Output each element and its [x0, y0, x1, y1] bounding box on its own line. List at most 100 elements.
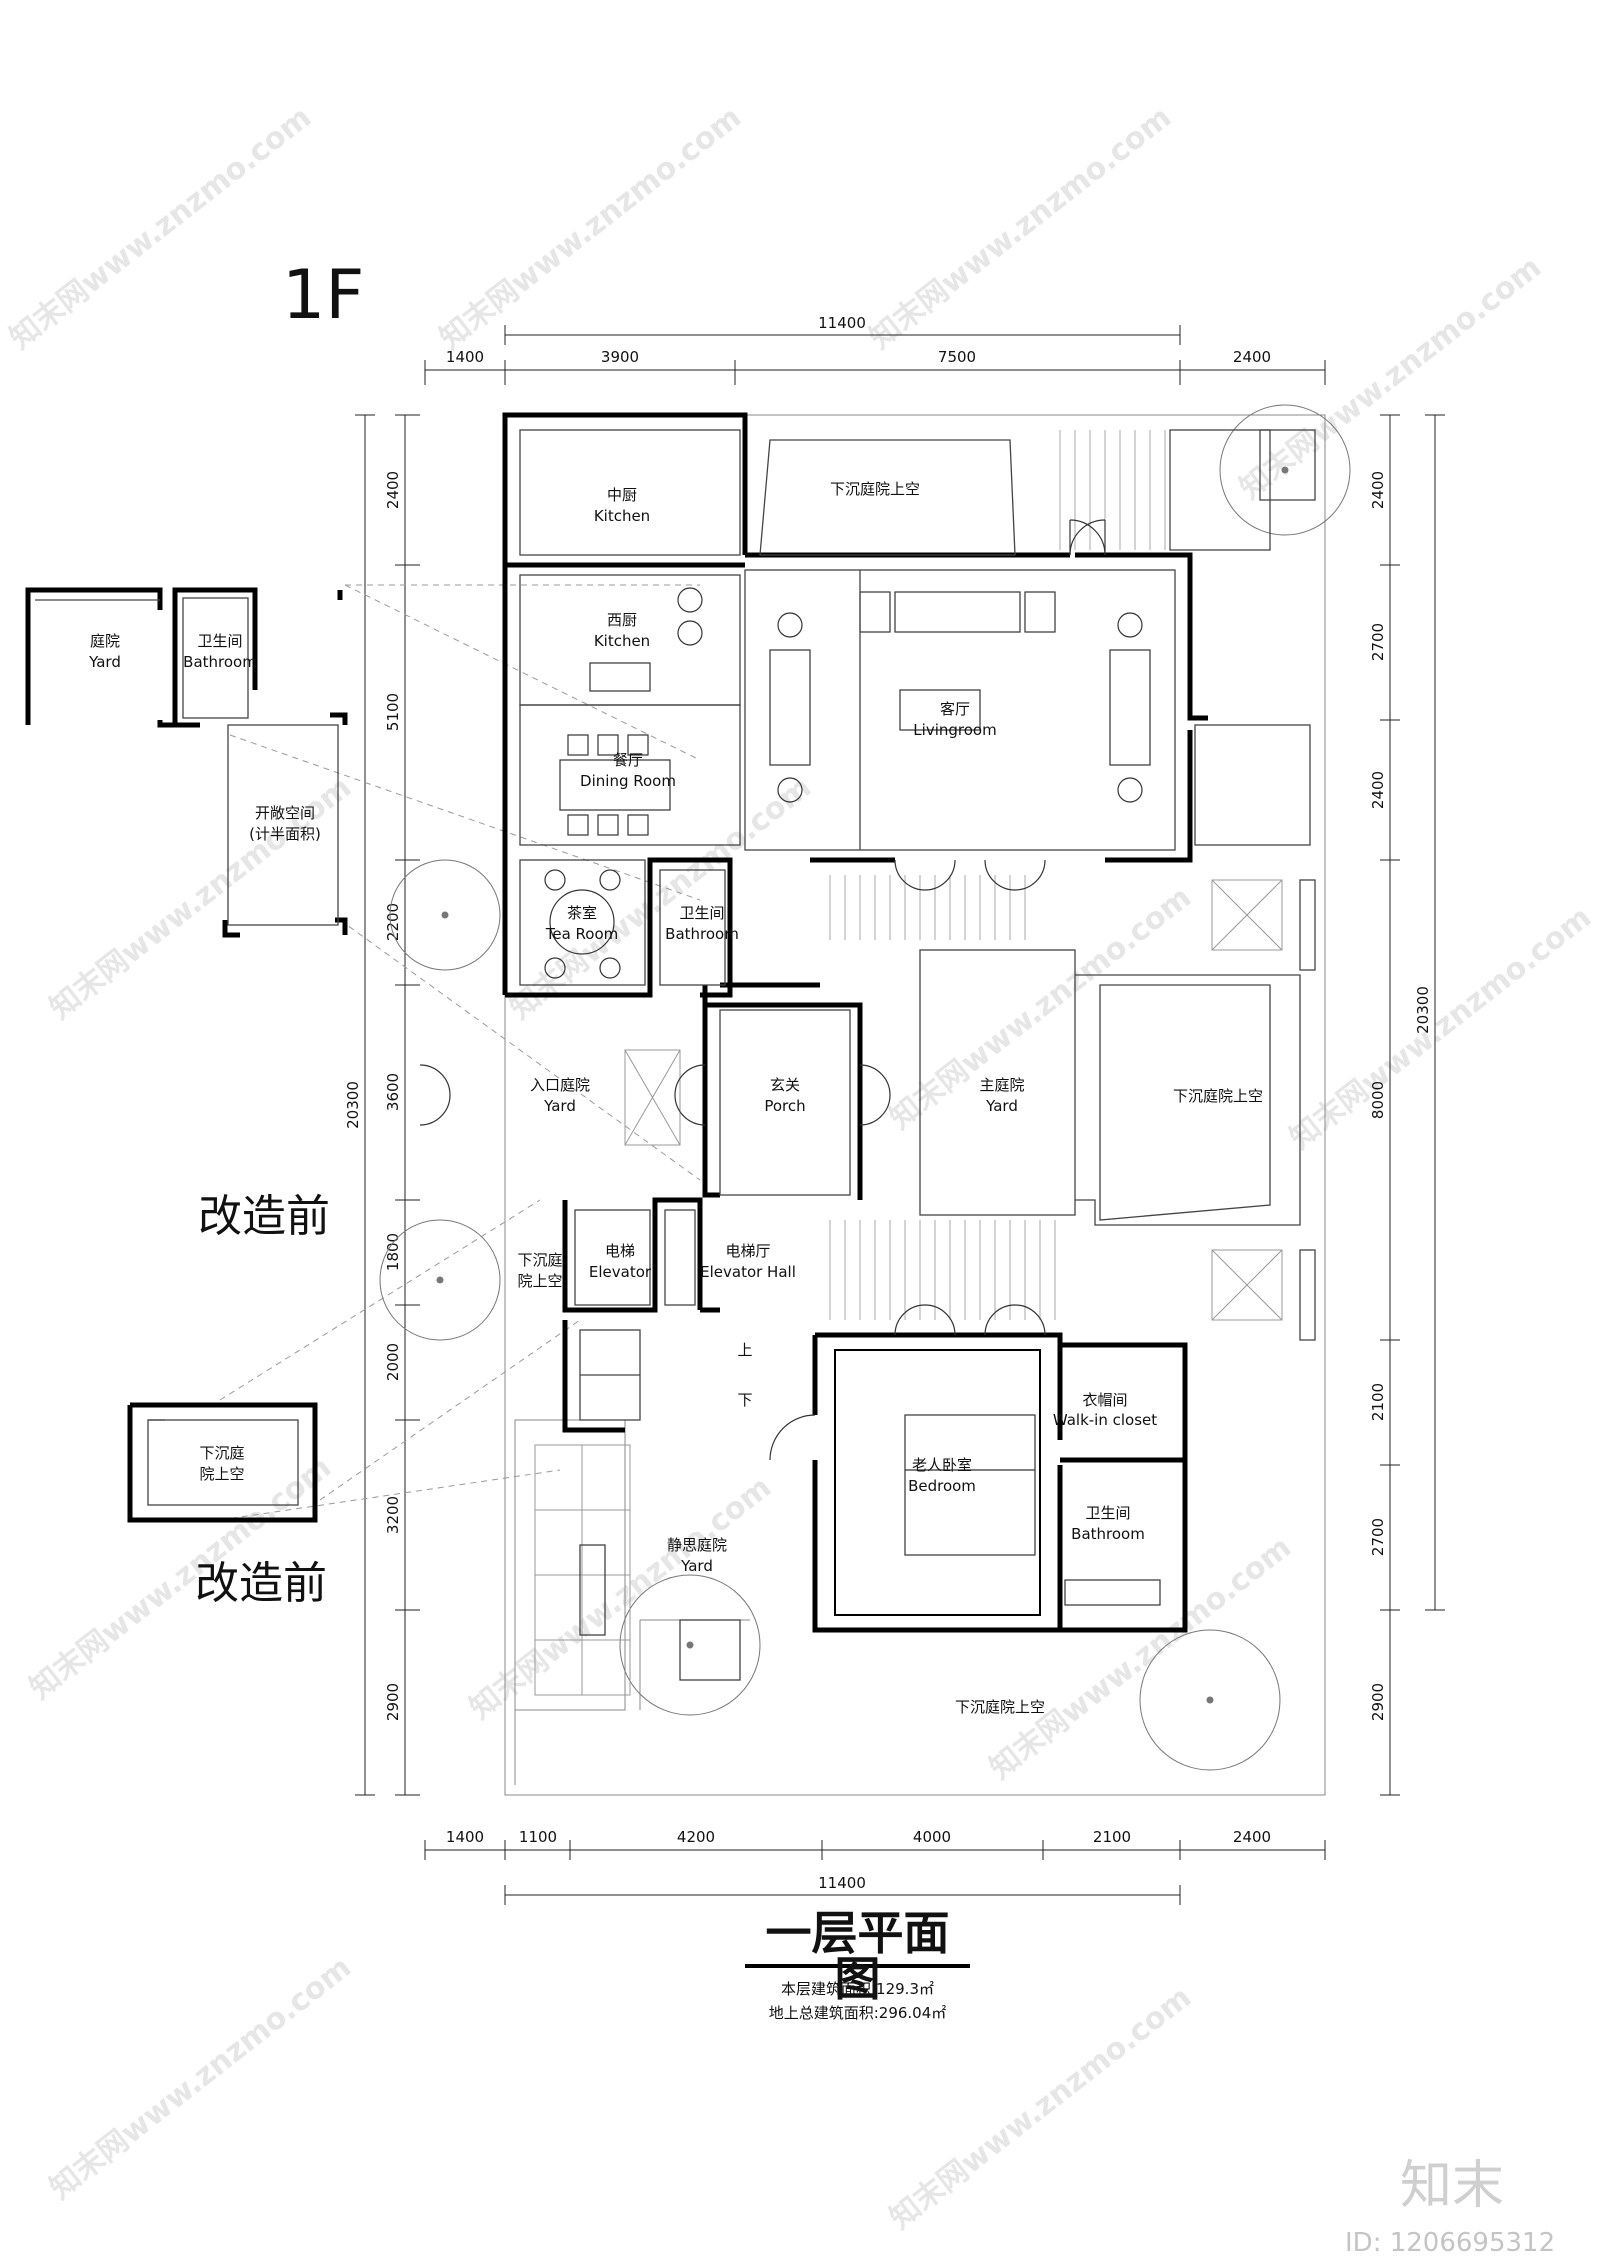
label-elevator-en: Elevator: [589, 1263, 652, 1281]
label-open-space-2: (计半面积): [249, 825, 321, 843]
dim-right-total: 20300: [1414, 986, 1432, 1034]
dim-left-6: 2000: [384, 1343, 402, 1381]
dim-bottom-2: 1100: [519, 1828, 557, 1846]
watermark-text: 知末网www.znzmo.com: [43, 1950, 358, 2207]
label-closet-en: Walk-in closet: [1053, 1411, 1157, 1429]
dim-left-total: 20300: [344, 1081, 362, 1129]
label-elevator-cn: 电梯: [605, 1242, 635, 1260]
label-quiet-yard-cn: 静思庭院: [667, 1536, 727, 1554]
dim-right-5: 2100: [1369, 1383, 1387, 1421]
dim-top-4: 2400: [1233, 348, 1271, 366]
label-sunken-right: 下沉庭院上空: [1173, 1087, 1263, 1105]
dim-top-2: 3900: [601, 348, 639, 366]
watermark-text: 知末网www.znzmo.com: [463, 1470, 778, 1727]
dim-right-2: 2700: [1369, 623, 1387, 661]
dim-right-6: 2700: [1369, 1518, 1387, 1556]
before-diagram-lines: [35, 597, 339, 1506]
label-ext-yard-en: Yard: [88, 653, 121, 671]
label-wkitchen-en: Kitchen: [594, 632, 650, 650]
label-ext-yard-cn: 庭院: [90, 632, 120, 650]
watermark-text: 知末网www.znzmo.com: [1233, 250, 1548, 507]
dim-left-7: 3200: [384, 1496, 402, 1534]
before-label-bottom: 改造前: [195, 1558, 327, 1609]
dim-right-7: 2900: [1369, 1683, 1387, 1721]
label-dining-en: Dining Room: [580, 772, 676, 790]
label-bath1-cn: 卫生间: [679, 904, 724, 922]
label-wkitchen-cn: 西厨: [607, 611, 637, 629]
dimension-labels: 11400 1400 3900 7500 2400 1400 1100 4200…: [344, 314, 1432, 1892]
dim-bottom-3: 4200: [677, 1828, 715, 1846]
label-quiet-yard-en: Yard: [680, 1557, 713, 1575]
dim-bottom-total: 11400: [818, 1874, 866, 1892]
label-living-en: Livingroom: [913, 721, 996, 739]
watermark-text: 知末网www.znzmo.com: [863, 100, 1178, 357]
room-labels: 中厨 Kitchen 西厨 Kitchen 餐厅 Dining Room 客厅 …: [88, 480, 1263, 1716]
label-sunken-left-2: 院上空: [517, 1272, 562, 1290]
dim-left-4: 3600: [384, 1073, 402, 1111]
before-label-top: 改造前: [198, 1191, 330, 1242]
label-dining-cn: 餐厅: [613, 751, 643, 769]
dim-bottom-5: 2100: [1093, 1828, 1131, 1846]
area-this-floor: 本层建筑面积:129.3㎡: [781, 1980, 934, 1998]
label-living-cn: 客厅: [940, 700, 970, 718]
label-bath1-en: Bathroom: [665, 925, 739, 943]
label-porch-cn: 玄关: [770, 1076, 800, 1094]
label-small-sunken-1: 下沉庭: [199, 1444, 244, 1462]
label-tea-en: Tea Room: [545, 925, 619, 943]
label-elev-hall-cn: 电梯厅: [725, 1242, 770, 1260]
dimension-lines: [355, 325, 1445, 1905]
site-outline: [219, 414, 1326, 1796]
dim-bottom-6: 2400: [1233, 1828, 1271, 1846]
dim-right-3: 2400: [1369, 771, 1387, 809]
label-main-yard-en: Yard: [985, 1097, 1018, 1115]
label-stair-up: 上: [737, 1341, 752, 1359]
label-closet-cn: 衣帽间: [1082, 1391, 1127, 1409]
label-kitchen-en: Kitchen: [594, 507, 650, 525]
label-sunken-left-1: 下沉庭: [517, 1251, 562, 1269]
dim-left-8: 2900: [384, 1683, 402, 1721]
watermark-text: 知末网www.znzmo.com: [983, 1530, 1298, 1787]
dim-right-4: 8000: [1369, 1081, 1387, 1119]
dim-left-2: 5100: [384, 693, 402, 731]
floor-label: 1F: [282, 256, 365, 335]
label-small-sunken-2: 院上空: [199, 1465, 244, 1483]
watermark-text: 知末网www.znzmo.com: [433, 100, 748, 357]
walls: [502, 412, 1208, 1633]
watermark-text: 知末网www.znzmo.com: [1283, 900, 1598, 1157]
dim-left-1: 2400: [384, 471, 402, 509]
logo: 知末: [1400, 2156, 1505, 2216]
dim-top-1: 1400: [446, 348, 484, 366]
label-sunken-top: 下沉庭院上空: [830, 480, 920, 498]
label-ext-bath-cn: 卫生间: [197, 632, 242, 650]
doors: [419, 519, 1106, 1461]
label-bedroom-cn: 老人卧室: [912, 1456, 972, 1474]
label-porch-en: Porch: [764, 1097, 805, 1115]
tree-symbols: [379, 404, 1351, 1771]
label-sunken-bottom: 下沉庭院上空: [955, 1698, 1045, 1716]
dim-right-1: 2400: [1369, 471, 1387, 509]
hatch-panels: [534, 879, 1283, 1696]
area-total: 地上总建筑面积:296.04㎡: [768, 2004, 947, 2022]
label-open-space-1: 开敞空间: [255, 804, 315, 822]
watermark-text: 知末网www.znzmo.com: [3, 100, 318, 357]
label-main-yard-cn: 主庭院: [979, 1076, 1024, 1094]
label-bath2-en: Bathroom: [1071, 1525, 1145, 1543]
dim-bottom-4: 4000: [913, 1828, 951, 1846]
label-entry-yard-en: Yard: [543, 1097, 576, 1115]
dim-left-5: 1800: [384, 1233, 402, 1271]
label-ext-bath-en: Bathroom: [183, 653, 257, 671]
furniture: [544, 587, 1161, 1681]
label-elev-hall-en: Elevator Hall: [700, 1263, 796, 1281]
watermark-text: 知末网www.znzmo.com: [503, 770, 818, 1027]
dim-top-total: 11400: [818, 314, 866, 332]
label-bath2-cn: 卫生间: [1085, 1504, 1130, 1522]
plan-title: 一层平面图: [765, 1906, 950, 2006]
dim-left-3: 2200: [384, 903, 402, 941]
watermark-text: 知末网www.znzmo.com: [883, 880, 1198, 1137]
image-id: ID: 1206695312: [1345, 2228, 1556, 2258]
interior-lines: [519, 429, 1316, 1421]
label-kitchen-cn: 中厨: [607, 486, 637, 504]
label-tea-cn: 茶室: [567, 904, 597, 922]
before-diagram-top: [25, 587, 348, 1523]
